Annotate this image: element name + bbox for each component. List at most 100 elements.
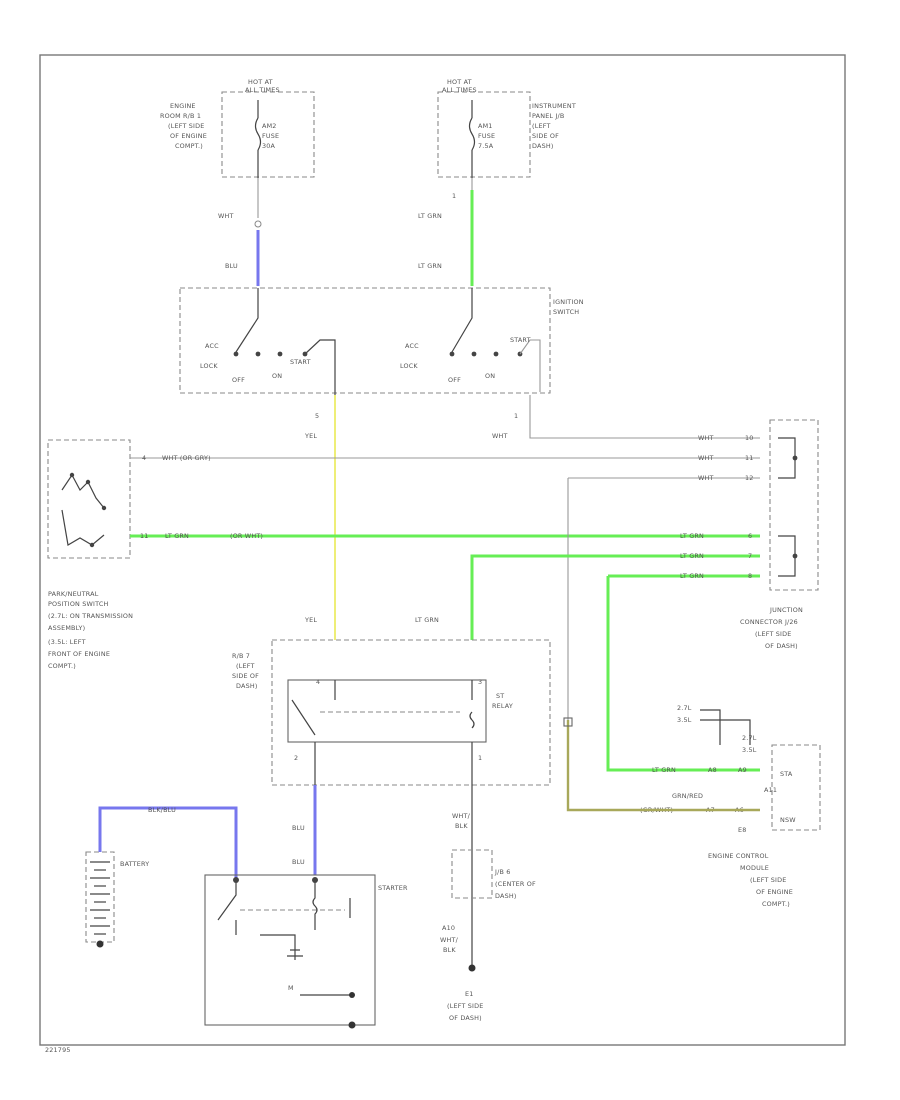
svg-text:ROOM R/B 1: ROOM R/B 1 xyxy=(160,112,201,120)
svg-text:1: 1 xyxy=(452,192,456,200)
label-pnp-lt-grn: LT GRN xyxy=(165,532,189,540)
svg-text:(CENTER OF: (CENTER OF xyxy=(495,880,536,888)
svg-text:30A: 30A xyxy=(262,142,276,150)
svg-text:BLK: BLK xyxy=(443,946,456,954)
label-pnp-or-wht: (OR WHT) xyxy=(230,532,263,540)
svg-text:FUSE: FUSE xyxy=(262,132,279,140)
diagram-frame xyxy=(39,54,846,1046)
svg-text:LOCK: LOCK xyxy=(200,362,218,370)
jc-pin-7: 7 xyxy=(748,552,752,560)
svg-text:ENGINE: ENGINE xyxy=(170,102,196,110)
label-blk-blu: BLK/BLU xyxy=(148,806,176,814)
svg-text:(LEFT: (LEFT xyxy=(236,662,255,670)
st-relay xyxy=(287,679,487,743)
svg-text:ST: ST xyxy=(496,692,504,700)
svg-text:COMPT.): COMPT.) xyxy=(48,662,76,670)
pin-5: 5 xyxy=(315,412,319,420)
jc-label-lt-grn-1: LT GRN xyxy=(680,532,704,540)
svg-text:HOT AT: HOT AT xyxy=(248,78,273,86)
fuse-box-left: HOT AT ALL TIMES ENGINE ROOM R/B 1 (LEFT… xyxy=(160,78,315,178)
ecm-3.5l: 3.5L xyxy=(742,746,757,754)
svg-text:DASH): DASH) xyxy=(236,682,258,690)
svg-text:(LEFT SIDE: (LEFT SIDE xyxy=(750,876,787,884)
wire-lt-grn-ecm xyxy=(606,574,760,772)
svg-text:FRONT OF ENGINE: FRONT OF ENGINE xyxy=(48,650,110,658)
park-neutral-switch: PARK/NEUTRAL POSITION SWITCH (2.7L: ON T… xyxy=(47,439,133,670)
svg-text:DASH): DASH) xyxy=(495,892,517,900)
svg-text:LT GRN: LT GRN xyxy=(418,262,442,270)
ignition-switch: IGNITION SWITCH ACC LOCK OFF ON START AC… xyxy=(179,287,584,395)
jc-label-lt-grn-2: LT GRN xyxy=(680,552,704,560)
svg-text:NSW: NSW xyxy=(780,816,796,824)
svg-text:POSITION SWITCH: POSITION SWITCH xyxy=(48,600,109,608)
pin-4-pnp: 4 xyxy=(142,454,146,462)
label-yel-top: YEL xyxy=(304,432,317,440)
svg-text:ALL TIMES: ALL TIMES xyxy=(245,86,280,94)
svg-text:SWITCH: SWITCH xyxy=(553,308,579,316)
wire-grn-red xyxy=(566,720,760,812)
jc-pin-6: 6 xyxy=(748,532,752,540)
svg-text:OF DASH): OF DASH) xyxy=(765,642,798,650)
svg-text:START: START xyxy=(290,358,311,366)
connector-nsw xyxy=(563,717,573,727)
svg-text:E8: E8 xyxy=(738,826,747,834)
jc-pin-10: 10 xyxy=(745,434,754,442)
ecm-2.7l: 2.7L xyxy=(742,734,757,742)
svg-text:SIDE OF: SIDE OF xyxy=(532,132,559,140)
engine-control-module: STA NSW 2.7L 3.5L 2.7L 3.5L LT GRN A8 A9… xyxy=(640,704,821,908)
svg-text:(2.7L: ON TRANSMISSION: (2.7L: ON TRANSMISSION xyxy=(48,612,133,620)
svg-text:STARTER: STARTER xyxy=(378,884,408,892)
wire-am1-to-ign: 1 LT GRN LT GRN xyxy=(418,178,474,286)
svg-text:1: 1 xyxy=(478,754,482,762)
svg-text:ON: ON xyxy=(272,372,282,380)
svg-text:START: START xyxy=(510,336,531,344)
svg-text:LT GRN: LT GRN xyxy=(652,766,676,774)
svg-text:2.7L: 2.7L xyxy=(677,704,692,712)
label-blu-relay: BLU xyxy=(292,824,305,832)
svg-text:AM2: AM2 xyxy=(262,122,277,130)
svg-text:(LEFT SIDE: (LEFT SIDE xyxy=(755,630,792,638)
svg-text:J/B 6: J/B 6 xyxy=(494,868,511,876)
pin-11-pnp: 11 xyxy=(140,532,149,540)
starter-motor: M xyxy=(288,984,294,992)
svg-text:COMPT.): COMPT.) xyxy=(762,900,790,908)
svg-text:E1: E1 xyxy=(465,990,474,998)
svg-text:LT GRN: LT GRN xyxy=(418,212,442,220)
jc-pin-8: 8 xyxy=(748,572,752,580)
svg-text:AM1: AM1 xyxy=(478,122,493,130)
svg-text:A10: A10 xyxy=(442,924,455,932)
svg-text:R/B 7: R/B 7 xyxy=(232,652,250,660)
svg-text:A9: A9 xyxy=(738,766,747,774)
wire-am2-to-ign: WHT BLU xyxy=(218,178,262,286)
svg-text:ACC: ACC xyxy=(205,342,219,350)
svg-text:OF ENGINE: OF ENGINE xyxy=(756,888,793,896)
svg-text:BATTERY: BATTERY xyxy=(120,860,149,868)
svg-text:4: 4 xyxy=(316,678,320,686)
relay-block: R/B 7 (LEFT SIDE OF DASH) LT GRN ST RELA… xyxy=(232,616,551,786)
svg-text:RELAY: RELAY xyxy=(492,702,513,710)
svg-text:ON: ON xyxy=(485,372,495,380)
svg-text:OF ENGINE: OF ENGINE xyxy=(170,132,207,140)
svg-text:SIDE OF: SIDE OF xyxy=(232,672,259,680)
svg-text:WHT/: WHT/ xyxy=(452,812,471,820)
svg-text:ACC: ACC xyxy=(405,342,419,350)
svg-text:ASSEMBLY): ASSEMBLY) xyxy=(48,624,85,632)
svg-text:ALL TIMES: ALL TIMES xyxy=(442,86,477,94)
svg-text:OF DASH): OF DASH) xyxy=(449,1014,482,1022)
wire-ign-to-jc xyxy=(529,395,760,439)
svg-text:2: 2 xyxy=(294,754,298,762)
svg-text:3.5L: 3.5L xyxy=(677,716,692,724)
svg-text:WHT/: WHT/ xyxy=(440,936,459,944)
svg-text:OFF: OFF xyxy=(448,376,461,384)
svg-text:(LEFT SIDE: (LEFT SIDE xyxy=(447,1002,484,1010)
jc-pin-12: 12 xyxy=(745,474,754,482)
junction-connector: JUNCTION CONNECTOR J/26 (LEFT SIDE OF DA… xyxy=(740,419,819,650)
starter: STARTER M xyxy=(204,874,408,1029)
label-pnp-wht: WHT (OR GRY) xyxy=(162,454,211,462)
wire-blk-blu xyxy=(98,806,238,878)
jc-label-lt-grn-3: LT GRN xyxy=(680,572,704,580)
battery: BATTERY xyxy=(85,851,149,948)
label-yel-bottom: YEL xyxy=(304,616,317,624)
svg-text:WHT: WHT xyxy=(218,212,234,220)
svg-text:BLU: BLU xyxy=(225,262,238,270)
